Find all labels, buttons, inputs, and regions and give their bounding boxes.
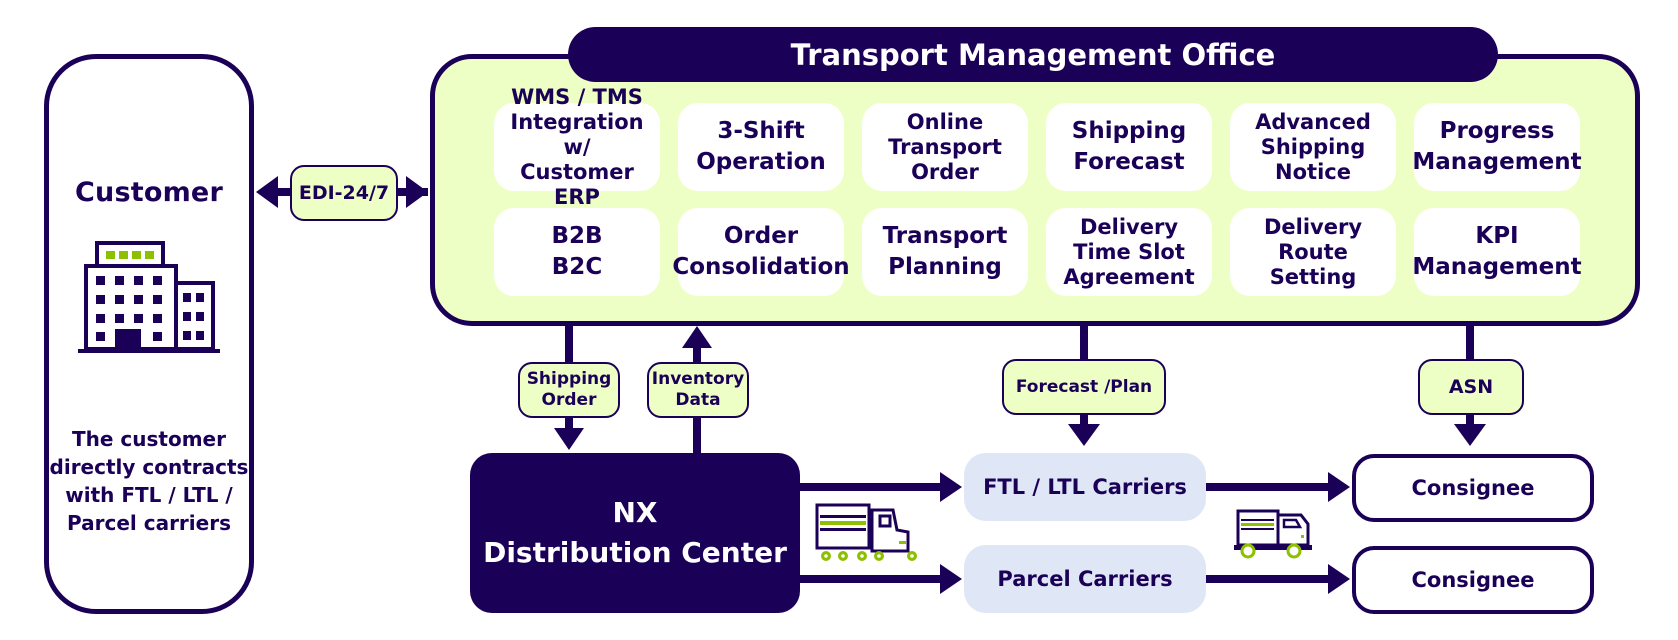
service-line: Management <box>1412 254 1582 280</box>
customer-description-line: The customer <box>72 427 226 451</box>
service-line: WMS / TMS <box>511 84 643 109</box>
service-line: Order <box>723 223 799 249</box>
service-delivery-time-slot-agreement: Delivery Time Slot Agreement <box>1046 208 1212 296</box>
service-line: Management <box>1412 149 1582 175</box>
flow-label-line: Order <box>541 390 597 410</box>
service-line: Delivery <box>1079 214 1179 239</box>
service-line: Shipping <box>1071 118 1187 144</box>
carrier-label: FTL / LTL Carriers <box>983 475 1187 499</box>
flow-label-line: Inventory <box>651 369 745 389</box>
service-line: 3-Shift <box>717 118 805 144</box>
edi-tag: EDI-24/7 <box>290 165 398 221</box>
nx-distribution-center: NX Distribution Center <box>470 453 800 613</box>
edi-label: EDI-24/7 <box>298 181 390 204</box>
service-transport-planning: Transport Planning <box>862 208 1028 296</box>
carrier-ftl-ltl: FTL / LTL Carriers <box>964 453 1206 521</box>
customer-title: Customer <box>75 177 223 208</box>
service-3-shift-operation: 3-Shift Operation <box>678 103 844 191</box>
consignee-label: Consignee <box>1411 476 1535 500</box>
service-line: Route <box>1278 239 1348 264</box>
tmo-header: Transport Management Office <box>568 27 1498 82</box>
service-line: KPI <box>1475 223 1519 249</box>
service-delivery-route-setting: Delivery Route Setting <box>1230 208 1396 296</box>
flow-label: ASN <box>1448 375 1494 398</box>
tmo-title: Transport Management Office <box>790 37 1276 72</box>
flow-label-line: Data <box>675 390 721 410</box>
semi-truck-icon <box>815 503 917 561</box>
edi-arrow-left-head <box>256 176 278 208</box>
customer-description-line: directly contracts <box>49 455 249 479</box>
service-line: Advanced <box>1255 109 1371 134</box>
asn-tag: ASN <box>1418 359 1524 415</box>
consignee-label: Consignee <box>1411 568 1535 592</box>
service-line: Customer ERP <box>520 159 634 209</box>
service-line: Shipping <box>1260 134 1366 159</box>
service-b2b-b2c: B2B B2C <box>494 208 660 296</box>
service-line: Online <box>906 109 984 134</box>
service-line: Integration w/ <box>510 109 644 159</box>
forecast-plan-tag: Forecast /Plan <box>1002 359 1166 415</box>
office-building-icon <box>78 241 220 353</box>
flow-label: Forecast /Plan <box>1015 376 1153 397</box>
consignee-ftl: Consignee <box>1352 454 1594 522</box>
delivery-truck-icon <box>1234 509 1312 559</box>
service-line: Order <box>911 159 979 184</box>
service-line: Transport <box>888 134 1002 159</box>
service-line: Forecast <box>1073 149 1185 175</box>
inventory-data-tag: Inventory Data <box>647 362 749 418</box>
service-line: Setting <box>1269 264 1357 289</box>
service-online-transport-order: Online Transport Order <box>862 103 1028 191</box>
ftl-to-consignee-arrow <box>1204 472 1350 502</box>
service-line: Transport <box>882 223 1008 249</box>
shipping-order-tag: Shipping Order <box>518 362 620 418</box>
service-line: Delivery <box>1263 214 1363 239</box>
service-kpi-management: KPI Management <box>1412 208 1582 296</box>
service-line: B2B <box>551 223 603 249</box>
service-line: Operation <box>696 149 826 175</box>
dc-label-line: Distribution Center <box>483 536 787 569</box>
service-line: Time Slot <box>1073 239 1185 264</box>
carrier-parcel: Parcel Carriers <box>964 545 1206 613</box>
customer-description-line: with FTL / LTL / <box>65 483 233 507</box>
service-line: B2C <box>551 254 603 280</box>
consignee-parcel: Consignee <box>1352 546 1594 614</box>
customer-description-line: Parcel carriers <box>67 511 231 535</box>
dc-label-line: NX <box>612 496 658 529</box>
service-shipping-forecast: Shipping Forecast <box>1046 103 1212 191</box>
service-line: Progress <box>1439 118 1555 144</box>
dc-to-ftl-arrow <box>800 472 962 502</box>
service-advanced-shipping-notice: Advanced Shipping Notice <box>1230 103 1396 191</box>
service-line: Notice <box>1275 159 1351 184</box>
dc-to-parcel-arrow <box>800 564 962 594</box>
service-line: Agreement <box>1063 264 1195 289</box>
edi-arrow-right-head <box>406 176 428 208</box>
service-line: Consolidation <box>672 254 850 280</box>
service-order-consolidation: Order Consolidation <box>672 208 850 296</box>
carrier-label: Parcel Carriers <box>997 567 1173 591</box>
customer-panel: Customer The customer directly contracts… <box>44 54 254 614</box>
flow-label-line: Shipping <box>526 369 612 389</box>
service-line: Planning <box>888 254 1002 280</box>
parcel-to-consignee-arrow <box>1204 564 1350 594</box>
service-wms-tms-integration: WMS / TMS Integration w/ Customer ERP <box>494 85 660 209</box>
service-progress-management: Progress Management <box>1412 103 1582 191</box>
customer-description: The customer directly contracts with FTL… <box>49 425 249 537</box>
